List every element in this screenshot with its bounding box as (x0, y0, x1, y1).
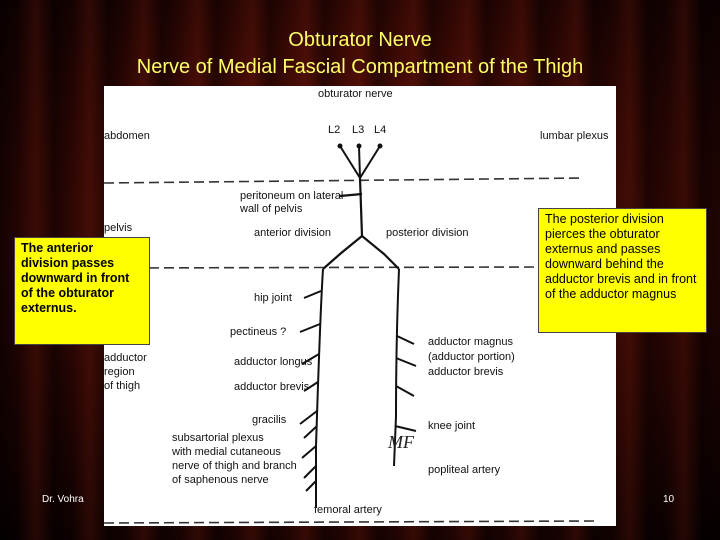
root-l4: L4 (374, 124, 387, 136)
label-abdomen: abdomen (104, 130, 150, 142)
label-lumbar-plexus: lumbar plexus (540, 130, 609, 142)
label-subsartorial-4: of saphenous nerve (172, 474, 269, 486)
label-pectineus: pectineus ? (230, 326, 287, 338)
label-adductor-brevis-left: adductor brevis (234, 381, 310, 393)
label-adductor-magnus: adductor magnus (428, 336, 513, 348)
posterior-division-note: The posterior division pierces the obtur… (538, 208, 707, 333)
slide-title: Obturator Nerve (288, 29, 432, 51)
nerve-trunk (322, 177, 400, 270)
nerve-roots (339, 145, 381, 179)
diagram-heading: obturator nerve (318, 88, 393, 100)
nerve-diagram-drawing: MF (104, 143, 595, 524)
label-posterior-division: posterior division (386, 227, 469, 239)
root-l3: L3 (352, 124, 365, 136)
label-peritoneum-1: peritoneum on lateral (240, 190, 344, 202)
label-adductor-brevis-right: adductor brevis (428, 366, 504, 378)
label-gracilis: gracilis (252, 414, 287, 426)
label-femoral-artery: femoral artery (314, 504, 382, 516)
label-adductor-region-1: adductor (104, 352, 147, 364)
label-hip-joint: hip joint (254, 292, 292, 304)
label-subsartorial-1: subsartorial plexus (172, 432, 264, 444)
posterior-division-path (393, 268, 417, 467)
label-adductor-region-2: region (104, 366, 135, 378)
author-footer: Dr. Vohra (42, 494, 84, 505)
root-dots (337, 143, 383, 149)
label-peritoneum-2: wall of pelvis (240, 203, 303, 215)
slide-subtitle: Nerve of Medial Fascial Compartment of t… (136, 56, 584, 78)
label-popliteal-artery: popliteal artery (428, 464, 501, 476)
pelvis-thigh-boundary (104, 266, 535, 269)
label-knee-joint: knee joint (428, 420, 476, 432)
label-anterior-division: anterior division (254, 227, 332, 239)
anterior-division-note: The anterior division passes downward in… (14, 237, 150, 345)
svg-text:MF: MF (387, 432, 415, 452)
label-subsartorial-2: with medial cutaneous (172, 446, 281, 458)
abdomen-pelvis-boundary (104, 177, 585, 184)
nerve-diagram: MF obturator nerve L2 L3 L4 abdomen lumb… (104, 86, 616, 526)
page-number: 10 (663, 494, 675, 505)
label-subsartorial-3: nerve of thigh and branch (172, 460, 297, 472)
anterior-division-path (299, 268, 324, 508)
root-l2: L2 (328, 124, 341, 136)
bottom-boundary (104, 520, 595, 524)
label-pelvis: pelvis (104, 222, 133, 234)
label-adductor-portion: (adductor portion) (428, 351, 515, 363)
label-adductor-region-3: of thigh (104, 380, 141, 392)
label-adductor-longus: adductor longus (234, 356, 313, 368)
